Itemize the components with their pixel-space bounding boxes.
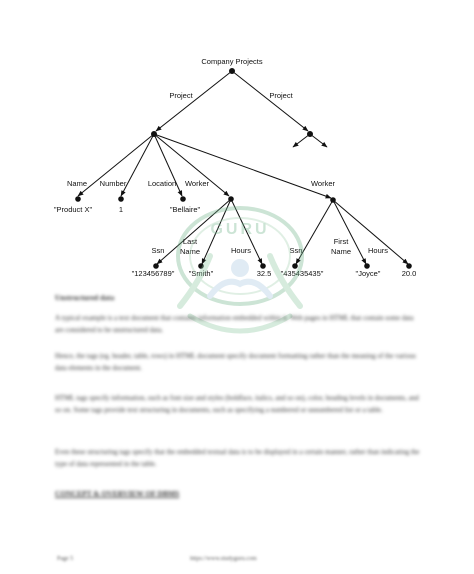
- attr-name-label: Name: [67, 179, 87, 188]
- value-location: "Bellaire": [170, 205, 201, 214]
- w2-hours-label: Hours: [368, 246, 388, 255]
- w2-hours-value: 20.0: [402, 269, 417, 278]
- w2-firstname-label-line2: Name: [331, 247, 351, 256]
- w1-lastname-label-line1: Last: [183, 237, 198, 246]
- edge-project-number: [120, 133, 155, 197]
- w2-firstname-label-line1: First: [334, 237, 349, 246]
- watermark-text: GURU: [210, 221, 269, 238]
- node-w1-hours: [260, 263, 266, 269]
- paragraph-2: Hence, the tags (eg. header, table, rows…: [55, 352, 416, 372]
- attr-worker-right-label: Worker: [311, 179, 336, 188]
- paragraph-3: HTML tags specify information, such as f…: [55, 394, 419, 414]
- xml-tree-diagram: Company Projects Project Project Name Nu…: [54, 57, 417, 278]
- node-root: [229, 68, 235, 74]
- edge-w1-hours: [230, 198, 263, 265]
- node-name: [75, 196, 81, 202]
- heading-unstructured-data: Unstructured data: [55, 293, 115, 302]
- value-product: "Product X": [54, 205, 93, 214]
- w1-lastname-value: "Smith": [189, 269, 214, 278]
- w2-firstname-value: "Joyce": [356, 269, 381, 278]
- edge-w2-hours: [332, 199, 409, 265]
- footer-page-number: Page 5: [57, 556, 74, 562]
- paragraph-4: Even these structuring tags specify that…: [55, 448, 420, 468]
- edge-label-project-right: Project: [269, 91, 293, 100]
- attr-location-label: Location: [148, 179, 176, 188]
- node-w2-hours: [406, 263, 412, 269]
- edge-root-project-left: [155, 70, 233, 132]
- heading-concept-overview: CONCEPT & OVERVIEW OF DBMS: [55, 489, 180, 498]
- node-w1-lastname: [198, 263, 204, 269]
- node-w2-ssn: [292, 263, 298, 269]
- edge-label-project-left: Project: [169, 91, 193, 100]
- w1-lastname-label-line2: Name: [180, 247, 200, 256]
- edge-project-worker1: [153, 133, 230, 197]
- tree-edges: [77, 70, 409, 265]
- node-number: [118, 196, 124, 202]
- edge-project-worker2: [153, 133, 332, 199]
- edge-w2-ssn: [295, 199, 334, 265]
- w2-ssn-value: "435435435": [281, 269, 324, 278]
- edge-project-name: [77, 133, 155, 197]
- node-w1-ssn: [153, 263, 159, 269]
- node-location: [180, 196, 186, 202]
- edge-w1-lastname: [201, 198, 232, 265]
- root-label: Company Projects: [201, 57, 263, 66]
- edge-project2-child-a: [292, 133, 311, 148]
- edge-w2-firstname: [332, 199, 367, 265]
- node-project-left: [151, 131, 157, 137]
- edge-project2-child-b: [309, 133, 328, 148]
- w1-ssn-value: "123456789": [132, 269, 175, 278]
- value-number: 1: [119, 205, 123, 214]
- attr-number-label: Number: [100, 179, 127, 188]
- edge-project-location: [153, 133, 183, 197]
- edge-w1-ssn: [156, 198, 232, 265]
- w1-hours-value: 32.5: [257, 269, 272, 278]
- node-project-right: [307, 131, 313, 137]
- w1-hours-label: Hours: [231, 246, 251, 255]
- node-worker1: [228, 196, 234, 202]
- w2-ssn-label: Ssn: [290, 246, 303, 255]
- watermark-logo: GURU: [176, 206, 304, 334]
- w1-ssn-label: Ssn: [152, 246, 165, 255]
- node-worker2: [330, 197, 336, 203]
- tree-nodes: [75, 68, 412, 269]
- node-w2-firstname: [364, 263, 370, 269]
- footer-url[interactable]: https://www.studyguru.com: [190, 556, 257, 562]
- edge-root-project-right: [231, 70, 309, 132]
- paragraph-1: A typical example is a text document tha…: [55, 314, 414, 334]
- attr-worker-left-label: Worker: [185, 179, 210, 188]
